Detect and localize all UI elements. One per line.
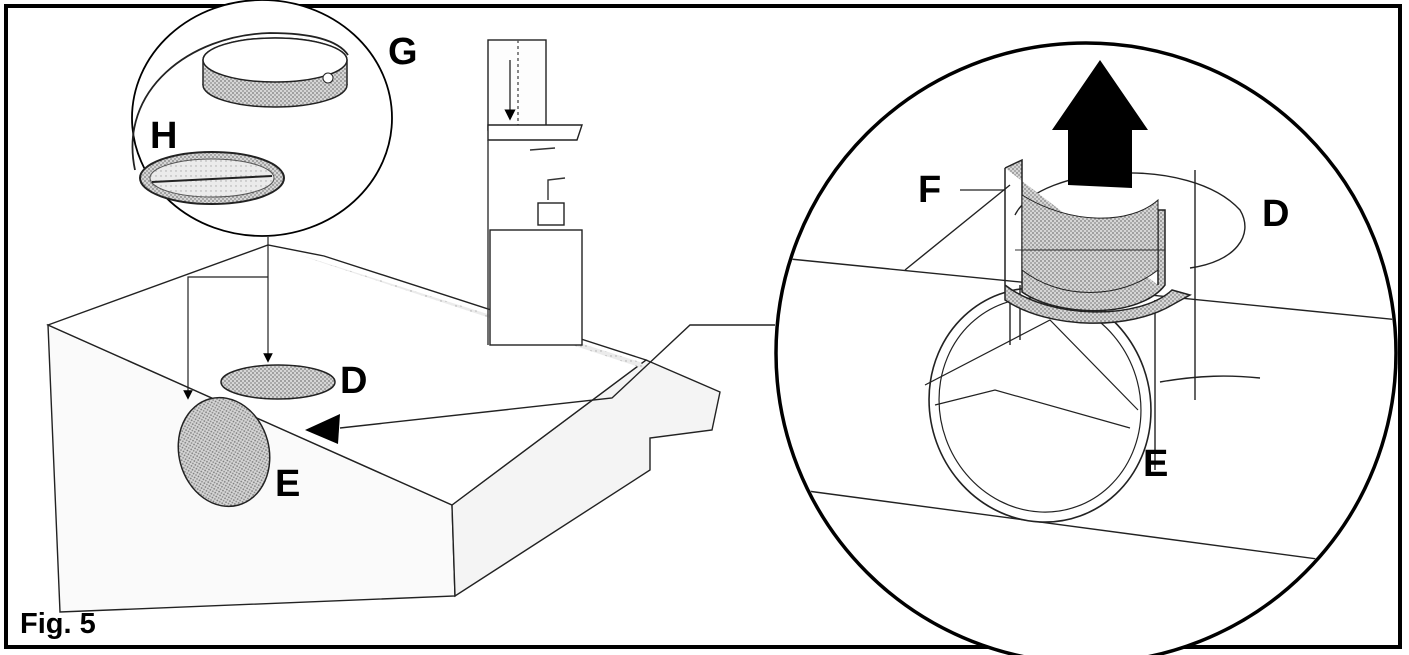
label-d-detail: D [1262, 193, 1289, 235]
detail-pointer [305, 324, 775, 444]
label-e-main: E [275, 463, 300, 505]
opening-d [220, 364, 336, 400]
label-h: H [150, 115, 177, 157]
opening-e [177, 396, 271, 508]
chimney-duct [487, 39, 583, 346]
label-e-detail: E [1143, 443, 1168, 485]
parts-bubble [131, 0, 393, 237]
label-d-main: D [340, 360, 367, 402]
label-f: F [918, 169, 941, 211]
label-g: G [388, 31, 418, 73]
detail-magnified [774, 41, 1398, 655]
figure-caption: Fig. 5 [20, 608, 96, 640]
lift-arrow [1052, 60, 1148, 188]
assembly-arrows [183, 237, 273, 400]
